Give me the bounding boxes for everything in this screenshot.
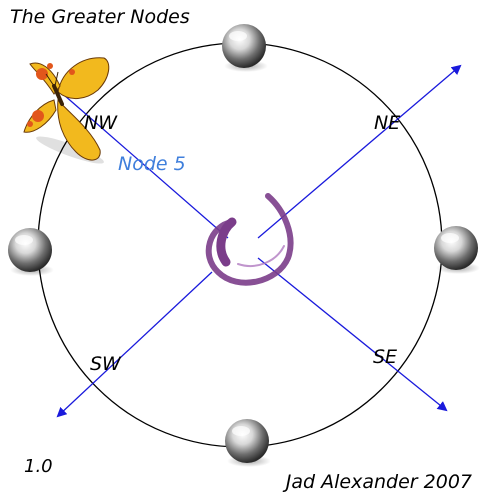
node-sphere-right[interactable]: [434, 226, 480, 274]
arrow-sw: [56, 271, 213, 418]
diagram-title: The Greater Nodes: [10, 6, 190, 28]
direction-ne-label: NE: [374, 112, 401, 134]
direction-se-label: SE: [373, 346, 398, 368]
line-nw: [63, 94, 229, 239]
node-label: Node 5: [118, 153, 186, 175]
version-label: 1.0: [24, 456, 53, 477]
butterfly-icon: [23, 57, 110, 164]
author-credit: Jad Alexander 2007: [285, 471, 472, 493]
arrow-se: [257, 257, 448, 412]
direction-sw-label: SW: [90, 353, 121, 375]
node-sphere-left[interactable]: [8, 228, 54, 276]
node-sphere-top[interactable]: [222, 24, 268, 72]
arrow-ne: [257, 64, 462, 239]
orbit-circle: [37, 42, 443, 448]
swirl-icon: [205, 193, 294, 286]
direction-nw-label: NW: [84, 112, 117, 134]
node-sphere-bottom[interactable]: [225, 419, 271, 467]
